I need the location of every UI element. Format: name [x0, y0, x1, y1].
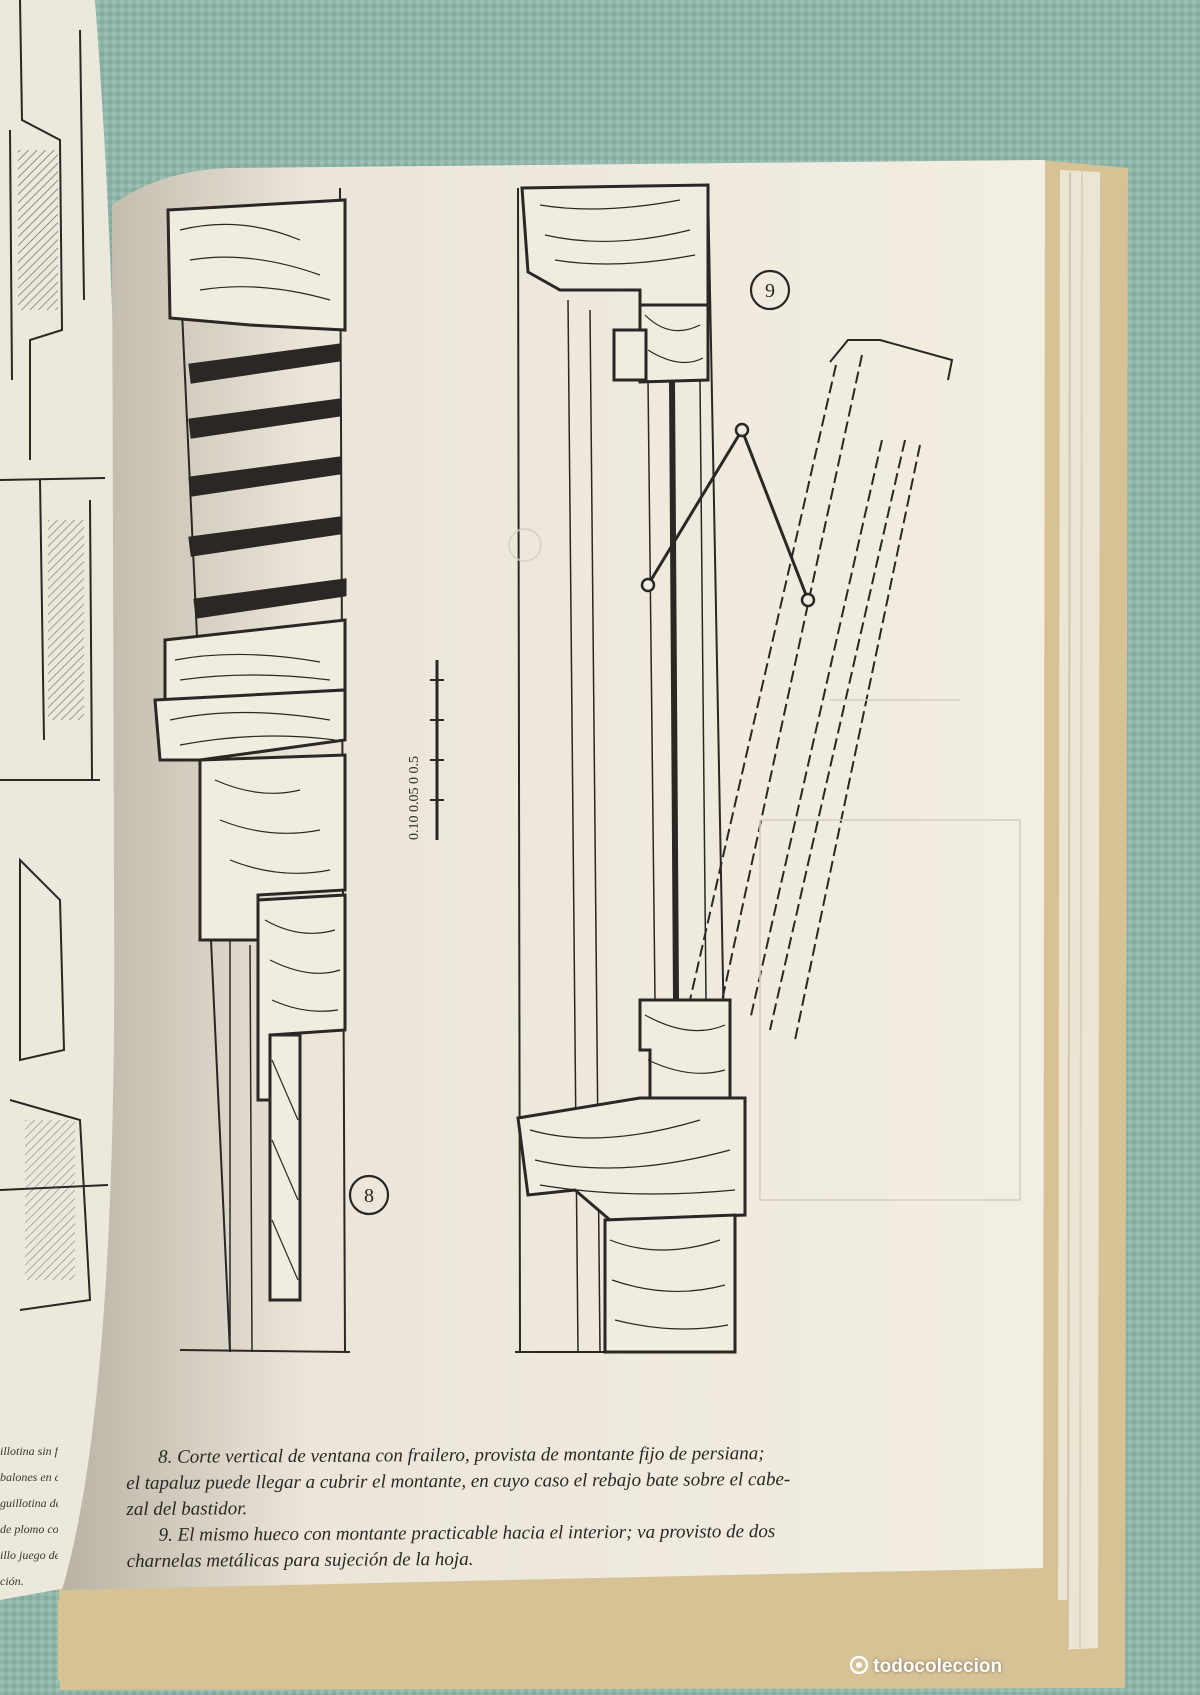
todocoleccion-logo-icon: [850, 1656, 868, 1674]
left-page-line: illo juego de p: [0, 1548, 58, 1562]
left-page-line: ción.: [0, 1574, 24, 1588]
left-page-line: guillotina de cont: [0, 1496, 58, 1510]
bleed-through: [508, 528, 1021, 1201]
figure-8-drawing: [153, 187, 351, 1353]
svg-text:0.10 0.05 0 0.5: 0.10 0.05 0 0.5: [407, 756, 422, 840]
figure-9-label: 9: [749, 269, 791, 311]
caption-line: charnelas metálicas para sujeción de la …: [126, 1548, 474, 1572]
open-sash: [689, 354, 921, 1041]
figure-8-label: 8: [348, 1174, 390, 1216]
left-page: [0, 0, 117, 1600]
watermark: todocoleccion: [850, 1656, 1185, 1682]
svg-text:8: 8: [364, 1185, 374, 1207]
svg-text:9: 9: [765, 280, 775, 302]
watermark-text: todocoleccion: [873, 1656, 1003, 1677]
left-page-line: balones en cada: [0, 1470, 58, 1484]
figure-9-drawing: [515, 183, 954, 1354]
left-page-text: illotina sin fraile balones en cada guil…: [0, 1438, 58, 1594]
left-page-line: illotina sin fraile: [0, 1444, 58, 1458]
scale-bar: 0.10 0.05 0 0.5: [407, 660, 444, 840]
left-page-line: de plomo con p: [0, 1522, 58, 1536]
right-page: [62, 160, 1045, 1590]
louvre-slats: [188, 343, 347, 619]
figure-caption: 8. Corte vertical de ventana con frailer…: [126, 1440, 951, 1575]
